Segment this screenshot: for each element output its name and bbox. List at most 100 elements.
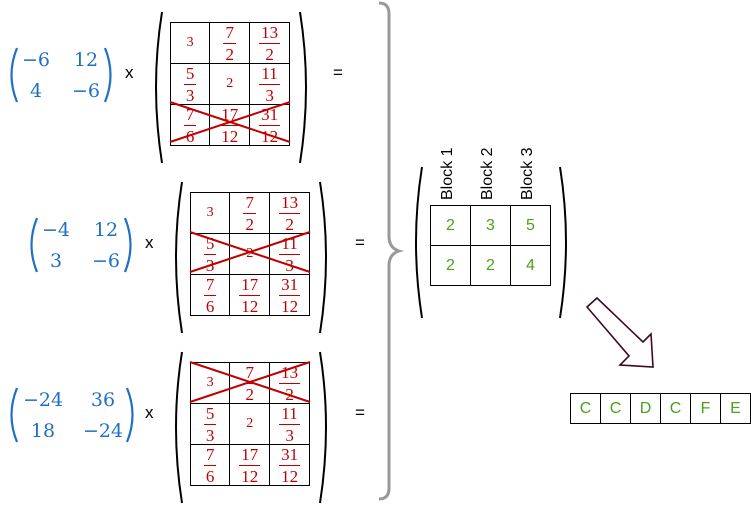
- result-header-block-1: Block 1: [439, 147, 456, 200]
- coef-3-r1c1: −24: [82, 420, 124, 442]
- numerator: 13: [259, 23, 281, 44]
- output-sequence: C C D C F E: [570, 393, 751, 424]
- matrix-paren-left-1: [155, 11, 163, 164]
- denominator: 3: [285, 426, 294, 445]
- output-cell: C: [570, 393, 601, 424]
- result-paren-left: [415, 166, 423, 319]
- denominator: 3: [205, 256, 215, 275]
- output-cell: C: [600, 393, 631, 424]
- output-cell: D: [630, 393, 661, 424]
- matrix-cell: 2: [229, 403, 271, 445]
- numerator: 7: [203, 445, 217, 466]
- result-row: 2 2 4: [430, 245, 551, 286]
- result-cell: 2: [470, 245, 511, 286]
- denominator: 2: [265, 45, 274, 64]
- matrix-cell: 3: [169, 22, 211, 64]
- arrow-down-right-icon: [585, 296, 654, 368]
- times-sign-2: x: [145, 233, 154, 252]
- denominator: 2: [225, 45, 234, 64]
- matrix-cell: 2: [229, 233, 271, 275]
- coef-2-r0c0: −4: [41, 219, 70, 241]
- result-header-block-3: Block 3: [519, 147, 536, 200]
- denominator: 2: [285, 385, 294, 404]
- result-cell: 5: [510, 205, 551, 246]
- numerator: 13: [279, 363, 301, 384]
- numerator: 11: [259, 64, 280, 85]
- denominator: 3: [285, 256, 294, 275]
- equals-sign-3: =: [355, 403, 365, 422]
- numerator: 7: [223, 23, 236, 44]
- denominator: 12: [241, 467, 259, 486]
- denominator: 2: [285, 215, 294, 234]
- result-grid: 2 3 5 2 2 4: [430, 205, 551, 286]
- numerator: 11: [279, 404, 300, 425]
- matrix-paren-right-3: [319, 351, 327, 504]
- numerator: 13: [279, 193, 301, 214]
- coef-1-r1c0: 4: [29, 80, 43, 102]
- result-cell: 2: [430, 205, 471, 246]
- matrix-paren-right-2: [319, 181, 327, 334]
- coef-paren-right-1: [103, 47, 112, 103]
- denominator: 6: [205, 467, 215, 486]
- numerator: 31: [279, 445, 301, 466]
- numerator: 7: [243, 363, 256, 384]
- coef-3-r1c0: 18: [30, 420, 56, 442]
- coef-2-r1c1: −6: [91, 250, 120, 272]
- output-cell: C: [660, 393, 691, 424]
- denominator: 6: [185, 127, 195, 146]
- times-sign-3: x: [145, 403, 154, 422]
- numerator: 7: [183, 105, 197, 126]
- numerator: 11: [279, 234, 300, 255]
- output-row: C C D C F E: [570, 393, 751, 424]
- coef-2-r0c1: 12: [93, 219, 119, 241]
- coef-paren-right-3: [125, 387, 134, 443]
- times-sign-1: x: [125, 63, 134, 82]
- denominator: 12: [261, 127, 279, 146]
- coef-1-r1c1: −6: [71, 80, 100, 102]
- denominator: 12: [281, 467, 299, 486]
- numerator: 5: [183, 64, 197, 85]
- coef-paren-left-1: [10, 47, 19, 103]
- numerator: 31: [259, 105, 281, 126]
- denominator: 3: [265, 86, 274, 105]
- output-cell: F: [690, 393, 721, 424]
- coef-paren-left-2: [30, 217, 39, 273]
- denominator: 3: [205, 426, 215, 445]
- denominator: 2: [245, 215, 254, 234]
- output-cell: E: [720, 393, 751, 424]
- coef-3-r0c0: −24: [22, 389, 64, 411]
- matrix-cell: 2: [209, 63, 251, 105]
